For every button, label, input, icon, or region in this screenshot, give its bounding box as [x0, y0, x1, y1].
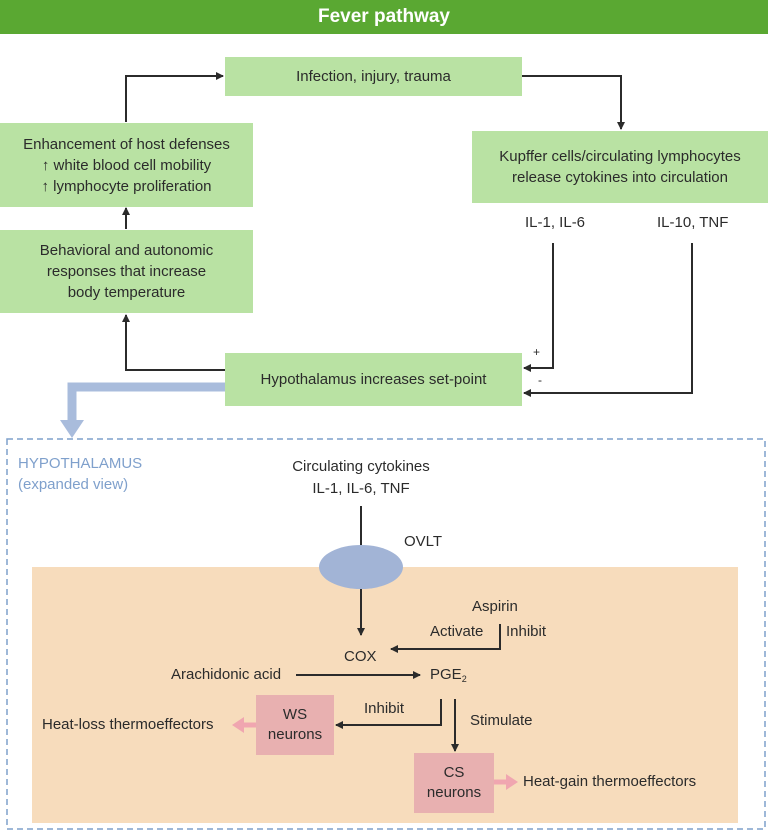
- kupffer-line-2: release cytokines into circulation: [512, 169, 728, 186]
- hypothalamus-text: Hypothalamus increases set-point: [260, 371, 487, 388]
- cs-neurons-line-1: CS: [443, 764, 465, 781]
- arrow-hypothalamus-to-behavioral: [122, 314, 225, 371]
- pge2-base: PGE: [430, 666, 462, 683]
- arrow-enhancement-to-infection: [125, 72, 224, 122]
- pge2-label: PGE2: [430, 665, 467, 689]
- aspirin-inhibit-label: Inhibit: [506, 623, 547, 640]
- stimulate-label: Stimulate: [470, 712, 533, 729]
- cs-neurons-box: CS neurons: [414, 753, 494, 813]
- hypothalamus-expanded-panel: [6, 438, 766, 830]
- arrow-ws-to-heat-loss-head: [232, 717, 244, 733]
- arrow-infection-to-kupffer: [522, 75, 625, 130]
- enhancement-line-1: Enhancement of host defenses: [23, 135, 230, 153]
- aspirin-label: Aspirin: [472, 598, 518, 615]
- plus-sign: +: [533, 345, 541, 359]
- hypothalamus-label: HYPOTHALAMUS: [18, 455, 143, 472]
- heat-loss-label: Heat-loss thermoeffectors: [42, 716, 214, 733]
- enhancement-line-2: ↑ white blood cell mobility: [41, 156, 212, 174]
- hypothalamus-box: Hypothalamus increases set-point: [225, 353, 522, 406]
- kupffer-line-1: Kupffer cells/circulating lymphocytes: [499, 148, 741, 165]
- expanded-view-label: (expanded view): [18, 476, 129, 493]
- arachidonic-acid-label: Arachidonic acid: [171, 666, 282, 683]
- enhancement-line-3: ↑ lymphocyte proliferation: [41, 177, 212, 195]
- behavioral-line-2: responses that increase: [46, 263, 207, 280]
- circulating-cytokines-line-1: Circulating cytokines: [292, 458, 430, 475]
- anti-cytokines-label: IL-10, TNF: [657, 214, 729, 231]
- ovlt-ellipse: [319, 545, 403, 589]
- page-title: Fever pathway: [0, 0, 768, 34]
- heat-gain-label: Heat-gain thermoeffectors: [523, 773, 697, 790]
- ws-neurons-line-1: WS: [282, 706, 308, 723]
- arrow-aspirin-inhibit-cox: [390, 624, 501, 653]
- infection-box: Infection, injury, trauma: [225, 57, 522, 96]
- circulating-cytokines-line-2: IL-1, IL-6, TNF: [312, 480, 410, 497]
- pge2-subscript: 2: [461, 674, 467, 684]
- inhibit-ws-label: Inhibit: [364, 700, 405, 717]
- ws-neurons-line-2: neurons: [267, 726, 323, 743]
- expand-arrow-head: [60, 420, 84, 438]
- infection-text: Infection, injury, trauma: [296, 68, 451, 85]
- behavioral-box: Behavioral and autonomic responses that …: [0, 230, 253, 313]
- ws-neurons-box: WS neurons: [256, 695, 334, 755]
- ovlt-label: OVLT: [404, 533, 443, 550]
- arrow-il1-il6-to-hypothalamus: [523, 243, 554, 372]
- arrow-cs-to-heat-gain-head: [506, 774, 518, 790]
- behavioral-line-1: Behavioral and autonomic: [39, 242, 214, 259]
- kupffer-box: Kupffer cells/circulating lymphocytes re…: [472, 131, 768, 203]
- behavioral-line-3: body temperature: [67, 284, 186, 301]
- expand-arrow: [67, 382, 225, 424]
- pro-cytokines-label: IL-1, IL-6: [525, 214, 586, 231]
- expanded-orange-area: [32, 567, 738, 823]
- cox-label: COX: [344, 648, 377, 665]
- cs-neurons-line-2: neurons: [426, 784, 482, 801]
- arrow-pge2-inhibit-ws: [335, 699, 442, 729]
- enhancement-box: Enhancement of host defenses ↑ white blo…: [0, 123, 253, 207]
- activate-label: Activate: [430, 623, 484, 640]
- minus-sign: -: [538, 373, 542, 387]
- arrow-il10-tnf-to-hypothalamus: [523, 243, 693, 397]
